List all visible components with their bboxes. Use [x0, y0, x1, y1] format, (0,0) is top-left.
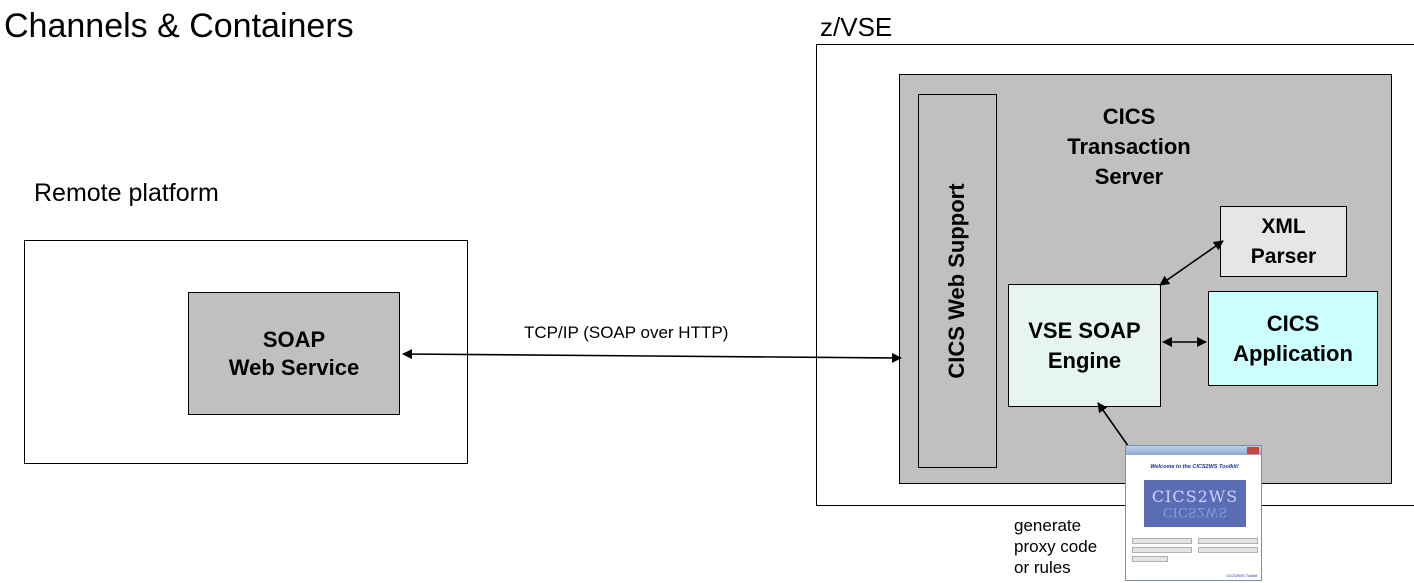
cics-ts-title-line2: Transaction: [1067, 134, 1191, 159]
toolkit-titlebar: [1126, 446, 1261, 455]
cics-web-support-box: [918, 94, 997, 468]
soap-ws-line1: SOAP: [262, 326, 326, 352]
close-icon: [1247, 447, 1259, 454]
app-line2: Application: [1233, 340, 1353, 366]
parser-line1: XML: [1261, 214, 1306, 238]
toolkit-option-button: [1132, 547, 1192, 553]
generate-proxy-label: generate proxy code or rules: [1014, 515, 1097, 578]
app-line1: CICS: [1266, 310, 1320, 336]
generate-line1: generate: [1014, 516, 1082, 535]
page-title: Channels & Containers: [4, 7, 354, 45]
engine-line1: VSE SOAP: [1028, 317, 1141, 343]
cics-ts-title: CICS Transaction Server: [1044, 102, 1214, 192]
toolkit-option-button: [1132, 556, 1168, 562]
toolkit-option-button: [1198, 547, 1258, 553]
remote-platform-label: Remote platform: [34, 179, 219, 207]
generate-line3: or rules: [1014, 558, 1071, 577]
cics-ts-title-line1: CICS: [1102, 104, 1156, 129]
soap-web-service-box: SOAP Web Service: [188, 292, 400, 415]
soap-ws-line2: Web Service: [228, 354, 360, 380]
tcp-ip-connector: [402, 349, 902, 363]
tcp-ip-label: TCP/IP (SOAP over HTTP): [524, 323, 729, 342]
parser-line2: Parser: [1250, 244, 1317, 268]
zvse-label: z/VSE: [820, 12, 893, 42]
toolkit-welcome-text: Welcome to the CICS2WS Toolkit!: [1150, 464, 1239, 470]
toolkit-logo: CICS2WS CICS2WS: [1144, 480, 1246, 527]
xml-parser-box: XML Parser: [1220, 206, 1347, 277]
toolkit-footer: CICS2WS Toolkit: [1226, 573, 1257, 578]
engine-parser-connector: [1159, 240, 1224, 286]
cics-application-box: CICS Application: [1208, 291, 1378, 386]
toolkit-option-button: [1132, 538, 1192, 544]
toolkit-option-button: [1198, 538, 1258, 544]
toolkit-logo-reflection: CICS2WS: [1162, 504, 1228, 519]
cics2ws-toolkit-window: Welcome to the CICS2WS Toolkit! CICS2WS …: [1125, 445, 1262, 581]
cics-ts-title-line3: Server: [1094, 164, 1164, 189]
toolkit-logo-text: CICS2WS: [1151, 487, 1239, 506]
engine-line2: Engine: [1047, 347, 1122, 373]
vse-soap-engine-box: VSE SOAP Engine: [1008, 284, 1161, 407]
generate-line2: proxy code: [1014, 537, 1098, 556]
